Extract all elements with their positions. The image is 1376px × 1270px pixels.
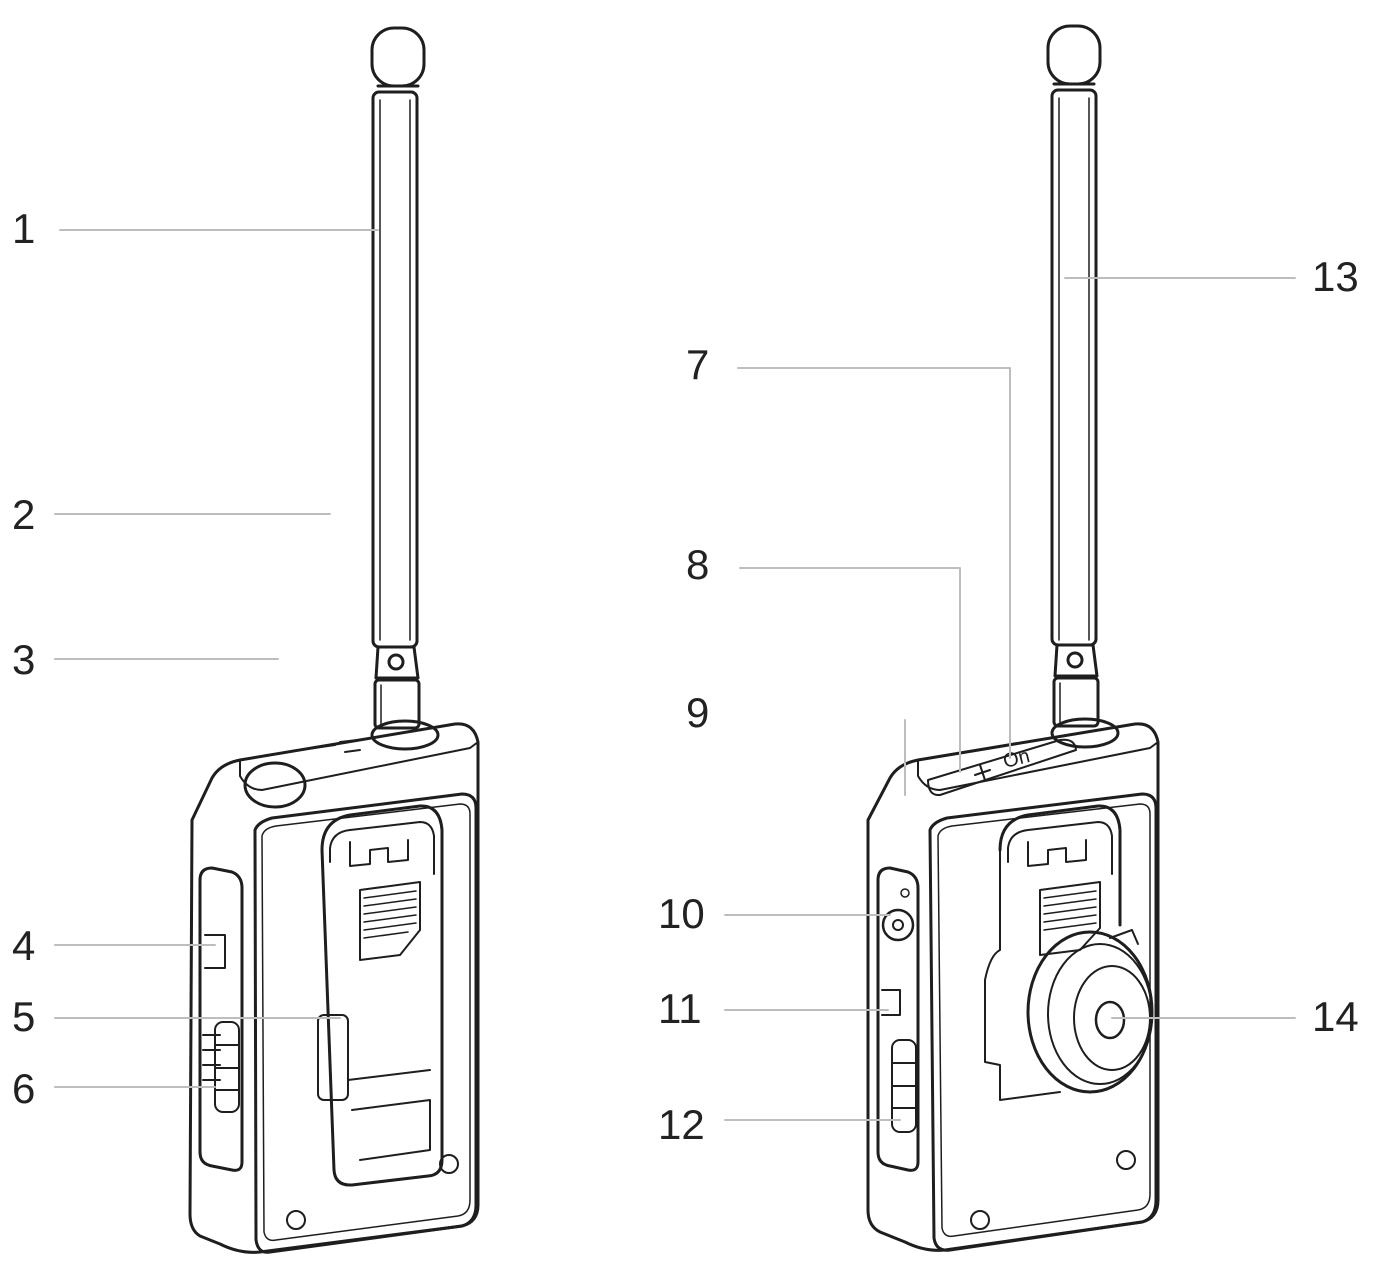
left-transmitter <box>188 26 480 1254</box>
right-antenna <box>1046 24 1102 728</box>
leader-lines <box>54 229 1296 1121</box>
callout-9: 9 <box>686 689 710 736</box>
leader-8 <box>739 567 961 773</box>
on-marking: On <box>1001 745 1032 773</box>
callout-3: 3 <box>12 636 36 683</box>
callout-7: 7 <box>686 341 710 388</box>
callout-5: 5 <box>12 993 36 1040</box>
right-transmitter: On <box>866 24 1160 1252</box>
callout-2: 2 <box>12 491 36 538</box>
callout-13: 13 <box>1312 253 1359 300</box>
right-body: On <box>866 717 1160 1252</box>
callout-4: 4 <box>12 922 36 969</box>
cold-shoe-mount <box>1026 929 1154 1094</box>
callout-6: 6 <box>12 1065 36 1112</box>
callout-10: 10 <box>658 890 705 937</box>
callout-11: 11 <box>658 985 702 1032</box>
left-antenna <box>370 26 426 730</box>
callout-12: 12 <box>658 1101 705 1148</box>
leader-7 <box>737 367 1011 759</box>
left-body <box>188 719 480 1254</box>
callout-8: 8 <box>686 541 710 588</box>
callout-14: 14 <box>1312 993 1359 1040</box>
callout-1: 1 <box>12 205 36 252</box>
